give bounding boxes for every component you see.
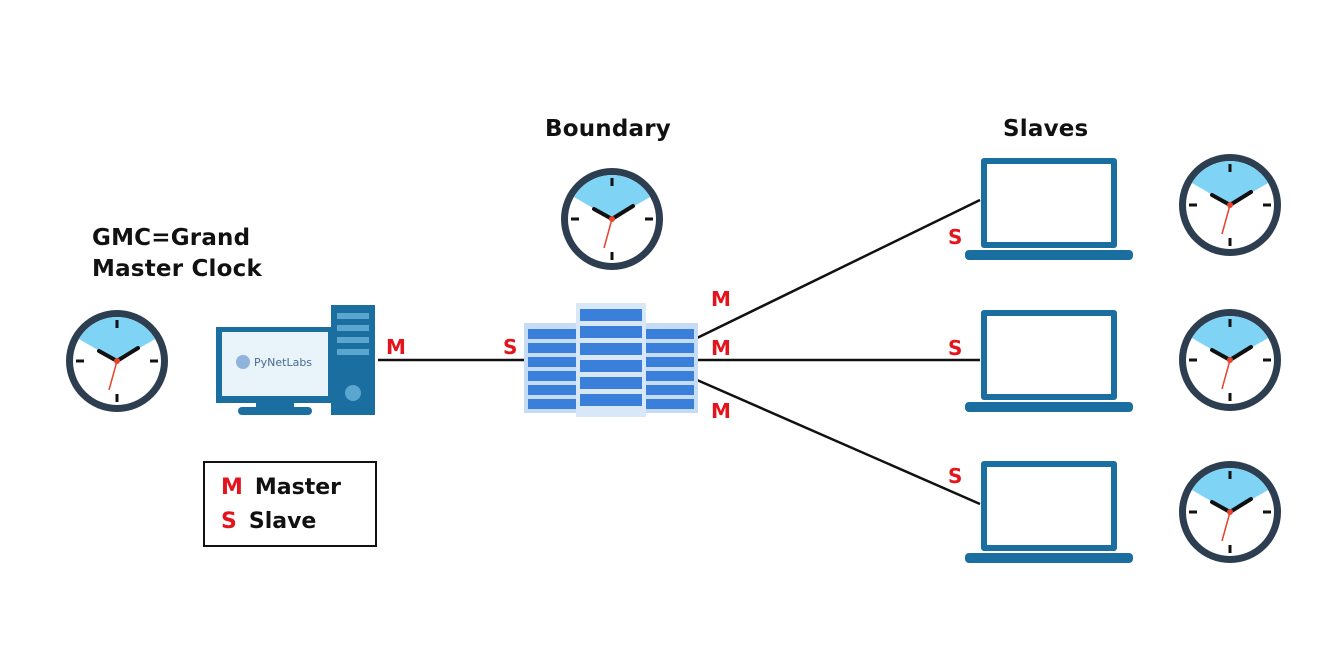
legend-item-master: M Master xyxy=(221,475,341,500)
boundary-slave-port-label: S xyxy=(503,335,518,359)
slaves-title: Slaves xyxy=(1003,116,1089,142)
boundary-title: Boundary xyxy=(545,116,671,142)
slave-3-port-label: S xyxy=(948,464,963,488)
slave-3-laptop-icon xyxy=(965,461,1133,563)
gmc-clock-icon xyxy=(66,310,168,412)
gmc-computer-icon: PyNetLabs xyxy=(216,305,375,415)
slave-2-port-label: S xyxy=(948,336,963,360)
computer-brand-label: PyNetLabs xyxy=(254,356,312,369)
boundary-clock-icon xyxy=(561,168,663,270)
slave-1-port-label: S xyxy=(948,225,963,249)
gmc-title-line1: GMC=Grand xyxy=(92,225,251,251)
boundary-master-port-1-label: M xyxy=(711,287,731,311)
gmc-title-line2: Master Clock xyxy=(92,256,262,282)
link-boundary-slave-3 xyxy=(696,378,981,506)
legend-key: M xyxy=(221,475,243,500)
slave-3-clock-icon xyxy=(1179,461,1281,563)
legend-box: M Master S Slave xyxy=(203,461,377,547)
boundary-master-port-2-label: M xyxy=(711,336,731,360)
slave-2-clock-icon xyxy=(1179,309,1281,411)
link-boundary-slave-1 xyxy=(696,198,981,340)
legend-key: S xyxy=(221,509,237,534)
legend-label: Slave xyxy=(248,509,317,534)
slave-1-clock-icon xyxy=(1179,154,1281,256)
boundary-server-icon xyxy=(524,303,698,417)
boundary-master-port-3-label: M xyxy=(711,399,731,423)
legend-label: Master xyxy=(254,475,342,500)
gmc-master-port-label: M xyxy=(386,335,406,359)
slave-2-laptop-icon xyxy=(965,310,1133,412)
slave-1-laptop-icon xyxy=(965,158,1133,260)
legend-item-slave: S Slave xyxy=(221,509,316,534)
